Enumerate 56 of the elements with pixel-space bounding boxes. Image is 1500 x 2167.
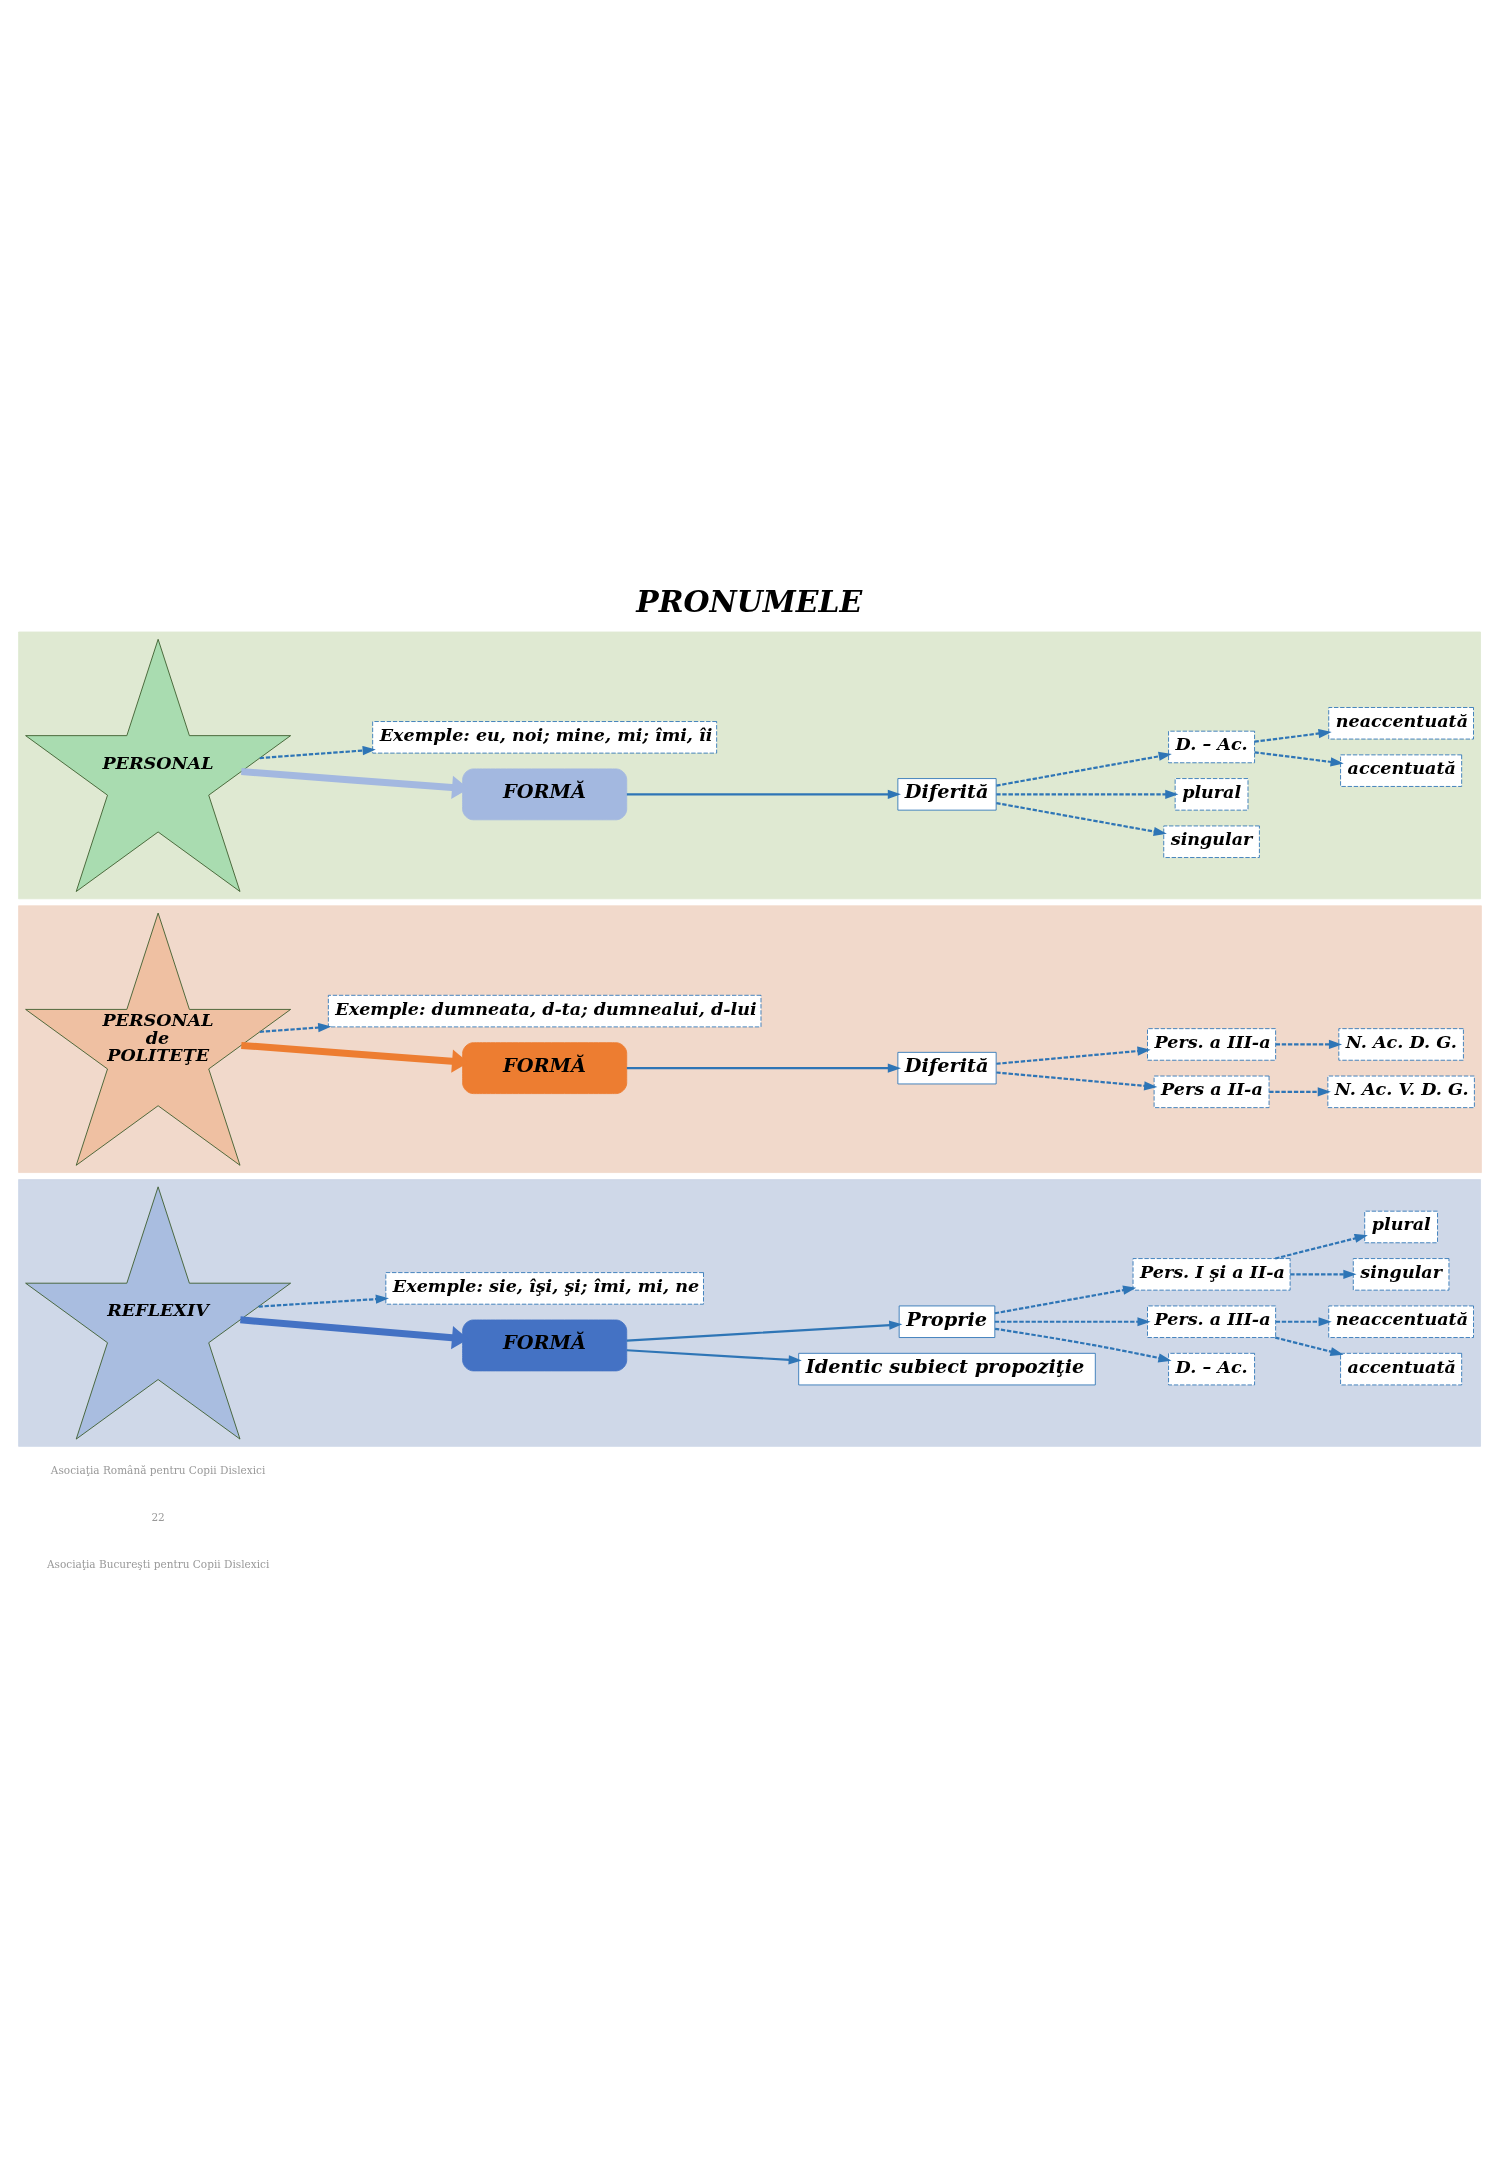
node-box: Diferită (897, 1051, 997, 1085)
arrow (1274, 1336, 1344, 1357)
arrow (1269, 1087, 1331, 1097)
node-box: singular (1352, 1258, 1450, 1291)
arrow (259, 745, 376, 760)
node-box: Proprie (898, 1305, 996, 1338)
arrow (1290, 1269, 1357, 1279)
cluster (18, 1179, 1481, 1447)
arrow (259, 1022, 332, 1033)
arrow (1254, 751, 1344, 767)
arrow (1275, 1317, 1332, 1327)
label: 22 (151, 1511, 165, 1524)
node-box: Exemple: eu, noi; mine, mi; îmi, îi (372, 721, 718, 754)
node-box: accentuată (1340, 754, 1463, 787)
label: Asociaţia Română pentru Copii Dislexici (50, 1463, 266, 1476)
node-box: singular (1163, 825, 1260, 858)
arrow (1254, 729, 1332, 743)
arrow (626, 789, 901, 799)
node-box: Pers a II-a (1153, 1075, 1270, 1109)
node-box: Pers. a III-a (1147, 1028, 1277, 1061)
arrow (626, 1320, 903, 1342)
arrow (1275, 1039, 1343, 1050)
node-box: FORMĂ (462, 1042, 628, 1095)
node-box: neaccentuată (1328, 1305, 1474, 1338)
arrow (996, 789, 1179, 799)
arrow (1275, 1233, 1368, 1260)
node-box: D. – Ac. (1168, 1352, 1255, 1386)
arrow (996, 1071, 1158, 1091)
arrow (996, 1046, 1151, 1065)
node-box: N. Ac. V. D. G. (1327, 1075, 1475, 1109)
cluster (18, 905, 1482, 1173)
node-box: Diferită (897, 778, 997, 811)
cluster (18, 631, 1481, 900)
label: Asociaţia Bucureşti pentru Copii Dislexici (46, 1558, 270, 1571)
arrow (996, 751, 1172, 787)
node-box: D. – Ac. (1168, 730, 1255, 764)
node-box: Pers. I şi a II-a (1132, 1258, 1291, 1291)
node-box: plural (1364, 1210, 1438, 1244)
node-box: Identic subiect propoziţie (798, 1352, 1096, 1386)
node-box: FORMĂ (462, 768, 628, 821)
arrow (994, 1317, 1151, 1327)
node-box: Exemple: dumneata, d-ta; dumnealui, d-lui (327, 994, 762, 1028)
arrow (626, 1349, 802, 1365)
node-box: neaccentuată (1328, 707, 1474, 740)
arrow (994, 1285, 1137, 1315)
arrow (258, 1294, 389, 1308)
node-box: accentuată (1340, 1352, 1463, 1386)
node-box: Exemple: sie, îşi, şi; îmi, mi, ne (385, 1272, 704, 1305)
node-box: FORMĂ (462, 1319, 628, 1372)
arrow (994, 1327, 1172, 1363)
node-box: plural (1174, 778, 1249, 811)
arrow (996, 802, 1167, 837)
diagram-title: PRONUMELE (636, 584, 863, 620)
node-box: N. Ac. D. G. (1338, 1028, 1464, 1061)
arrow (626, 1063, 901, 1073)
node-box: Pers. a III-a (1147, 1305, 1277, 1338)
